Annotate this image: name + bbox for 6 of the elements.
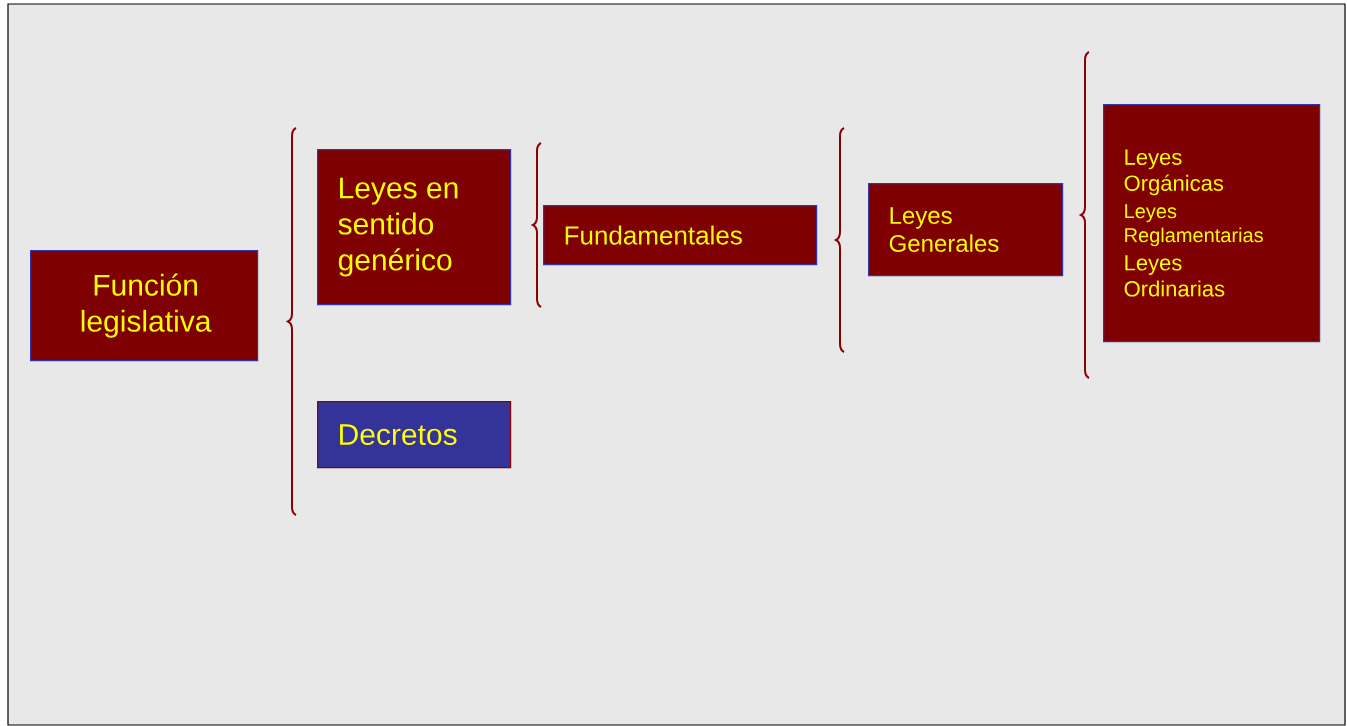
- text-box: Leyes Generales: [868, 183, 1064, 277]
- text-box: Función legislativa: [30, 250, 259, 362]
- text-box: Leyes en sentido genérico: [317, 149, 512, 306]
- text-box: Decretos: [317, 401, 512, 469]
- text-box: Fundamentales: [543, 205, 818, 266]
- text-box: Leyes Orgánicas Leyes Reglamentarias Leyes Ordinarias: [1103, 104, 1321, 343]
